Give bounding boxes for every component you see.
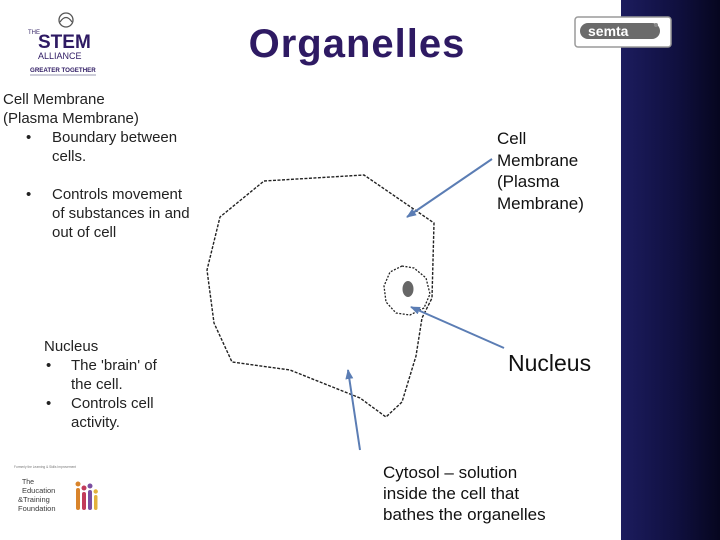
cytosol-pointer-arrow bbox=[345, 369, 361, 451]
etf-people-icon bbox=[75, 481, 98, 510]
cytosol-label: Cytosol – solution inside the cell that … bbox=[383, 462, 546, 525]
membrane-label-line: Cell bbox=[497, 129, 527, 148]
etf-logo: Formerly the Learning & Skills Improveme… bbox=[14, 465, 98, 513]
membrane-bullet-2: Controls movement of substances in and o… bbox=[52, 185, 222, 242]
nucleus-outline bbox=[383, 265, 431, 316]
bullet-line: The 'brain' of bbox=[71, 357, 157, 374]
stem-logo-alliance: ALLIANCE bbox=[38, 51, 82, 61]
bullet-marker: • bbox=[46, 395, 52, 412]
bullet-line: the cell. bbox=[71, 376, 123, 393]
membrane-info: Cell Membrane (Plasma Membrane) bbox=[3, 90, 223, 128]
semta-logo: semta bbox=[574, 16, 672, 48]
nucleolus bbox=[402, 281, 414, 297]
bullet-line: Controls movement bbox=[52, 186, 183, 203]
nucleus-info-heading: Nucleus bbox=[44, 338, 99, 355]
membrane-heading-line1: Cell Membrane bbox=[3, 91, 105, 108]
stem-logo-tagline: GREATER TOGETHER bbox=[30, 67, 96, 74]
cell-membrane-outline bbox=[206, 174, 435, 418]
etf-logo-the: The bbox=[22, 479, 34, 486]
bullet-line: out of cell bbox=[52, 224, 117, 241]
membrane-label: Cell Membrane (Plasma Membrane) bbox=[497, 128, 584, 214]
membrane-label-line: Membrane) bbox=[497, 193, 584, 213]
bullet-marker: • bbox=[26, 186, 32, 203]
stem-logo-the: THE bbox=[28, 30, 40, 36]
bullet-line: activity. bbox=[71, 414, 120, 431]
stem-logo-stem: STEM bbox=[38, 32, 91, 53]
etf-logo-foundation: Foundation bbox=[18, 504, 56, 513]
cell-diagram bbox=[206, 158, 505, 451]
cytosol-label-line: inside the cell that bbox=[383, 484, 520, 503]
nucleus-bullet-1: The 'brain' of the cell. bbox=[71, 356, 211, 394]
membrane-label-line: (Plasma bbox=[497, 172, 560, 191]
right-decor-bar bbox=[621, 0, 720, 540]
cytosol-label-line: Cytosol – solution bbox=[383, 463, 518, 482]
semta-logo-text: semta bbox=[588, 23, 629, 39]
etf-logo-small: Formerly the Learning & Skills Improveme… bbox=[14, 465, 76, 469]
membrane-heading-line2: (Plasma Membrane) bbox=[3, 110, 139, 127]
bullet-marker: • bbox=[26, 129, 32, 146]
bullet-marker: • bbox=[46, 357, 52, 374]
slide-title: Organelles bbox=[248, 22, 466, 66]
bullet-line: cells. bbox=[52, 148, 87, 165]
bullet-line: Controls cell bbox=[71, 395, 154, 412]
cytosol-label-line: bathes the organelles bbox=[383, 505, 546, 524]
nucleus-bullet-2: Controls cell activity. bbox=[71, 394, 211, 432]
nucleus-pointer-arrow bbox=[410, 306, 505, 349]
bullet-line: of substances in and bbox=[52, 205, 190, 222]
stem-alliance-logo: THE STEM ALLIANCE GREATER TOGETHER bbox=[28, 12, 96, 76]
etf-logo-education: Education bbox=[22, 486, 55, 495]
bullet-line: Boundary between bbox=[52, 129, 178, 146]
membrane-label-line: Membrane bbox=[497, 150, 579, 170]
membrane-pointer-arrow bbox=[406, 158, 493, 218]
nucleus-label: Nucleus bbox=[508, 350, 592, 376]
etf-logo-training: &Training bbox=[18, 495, 50, 504]
membrane-bullet-1: Boundary between cells. bbox=[52, 128, 222, 166]
